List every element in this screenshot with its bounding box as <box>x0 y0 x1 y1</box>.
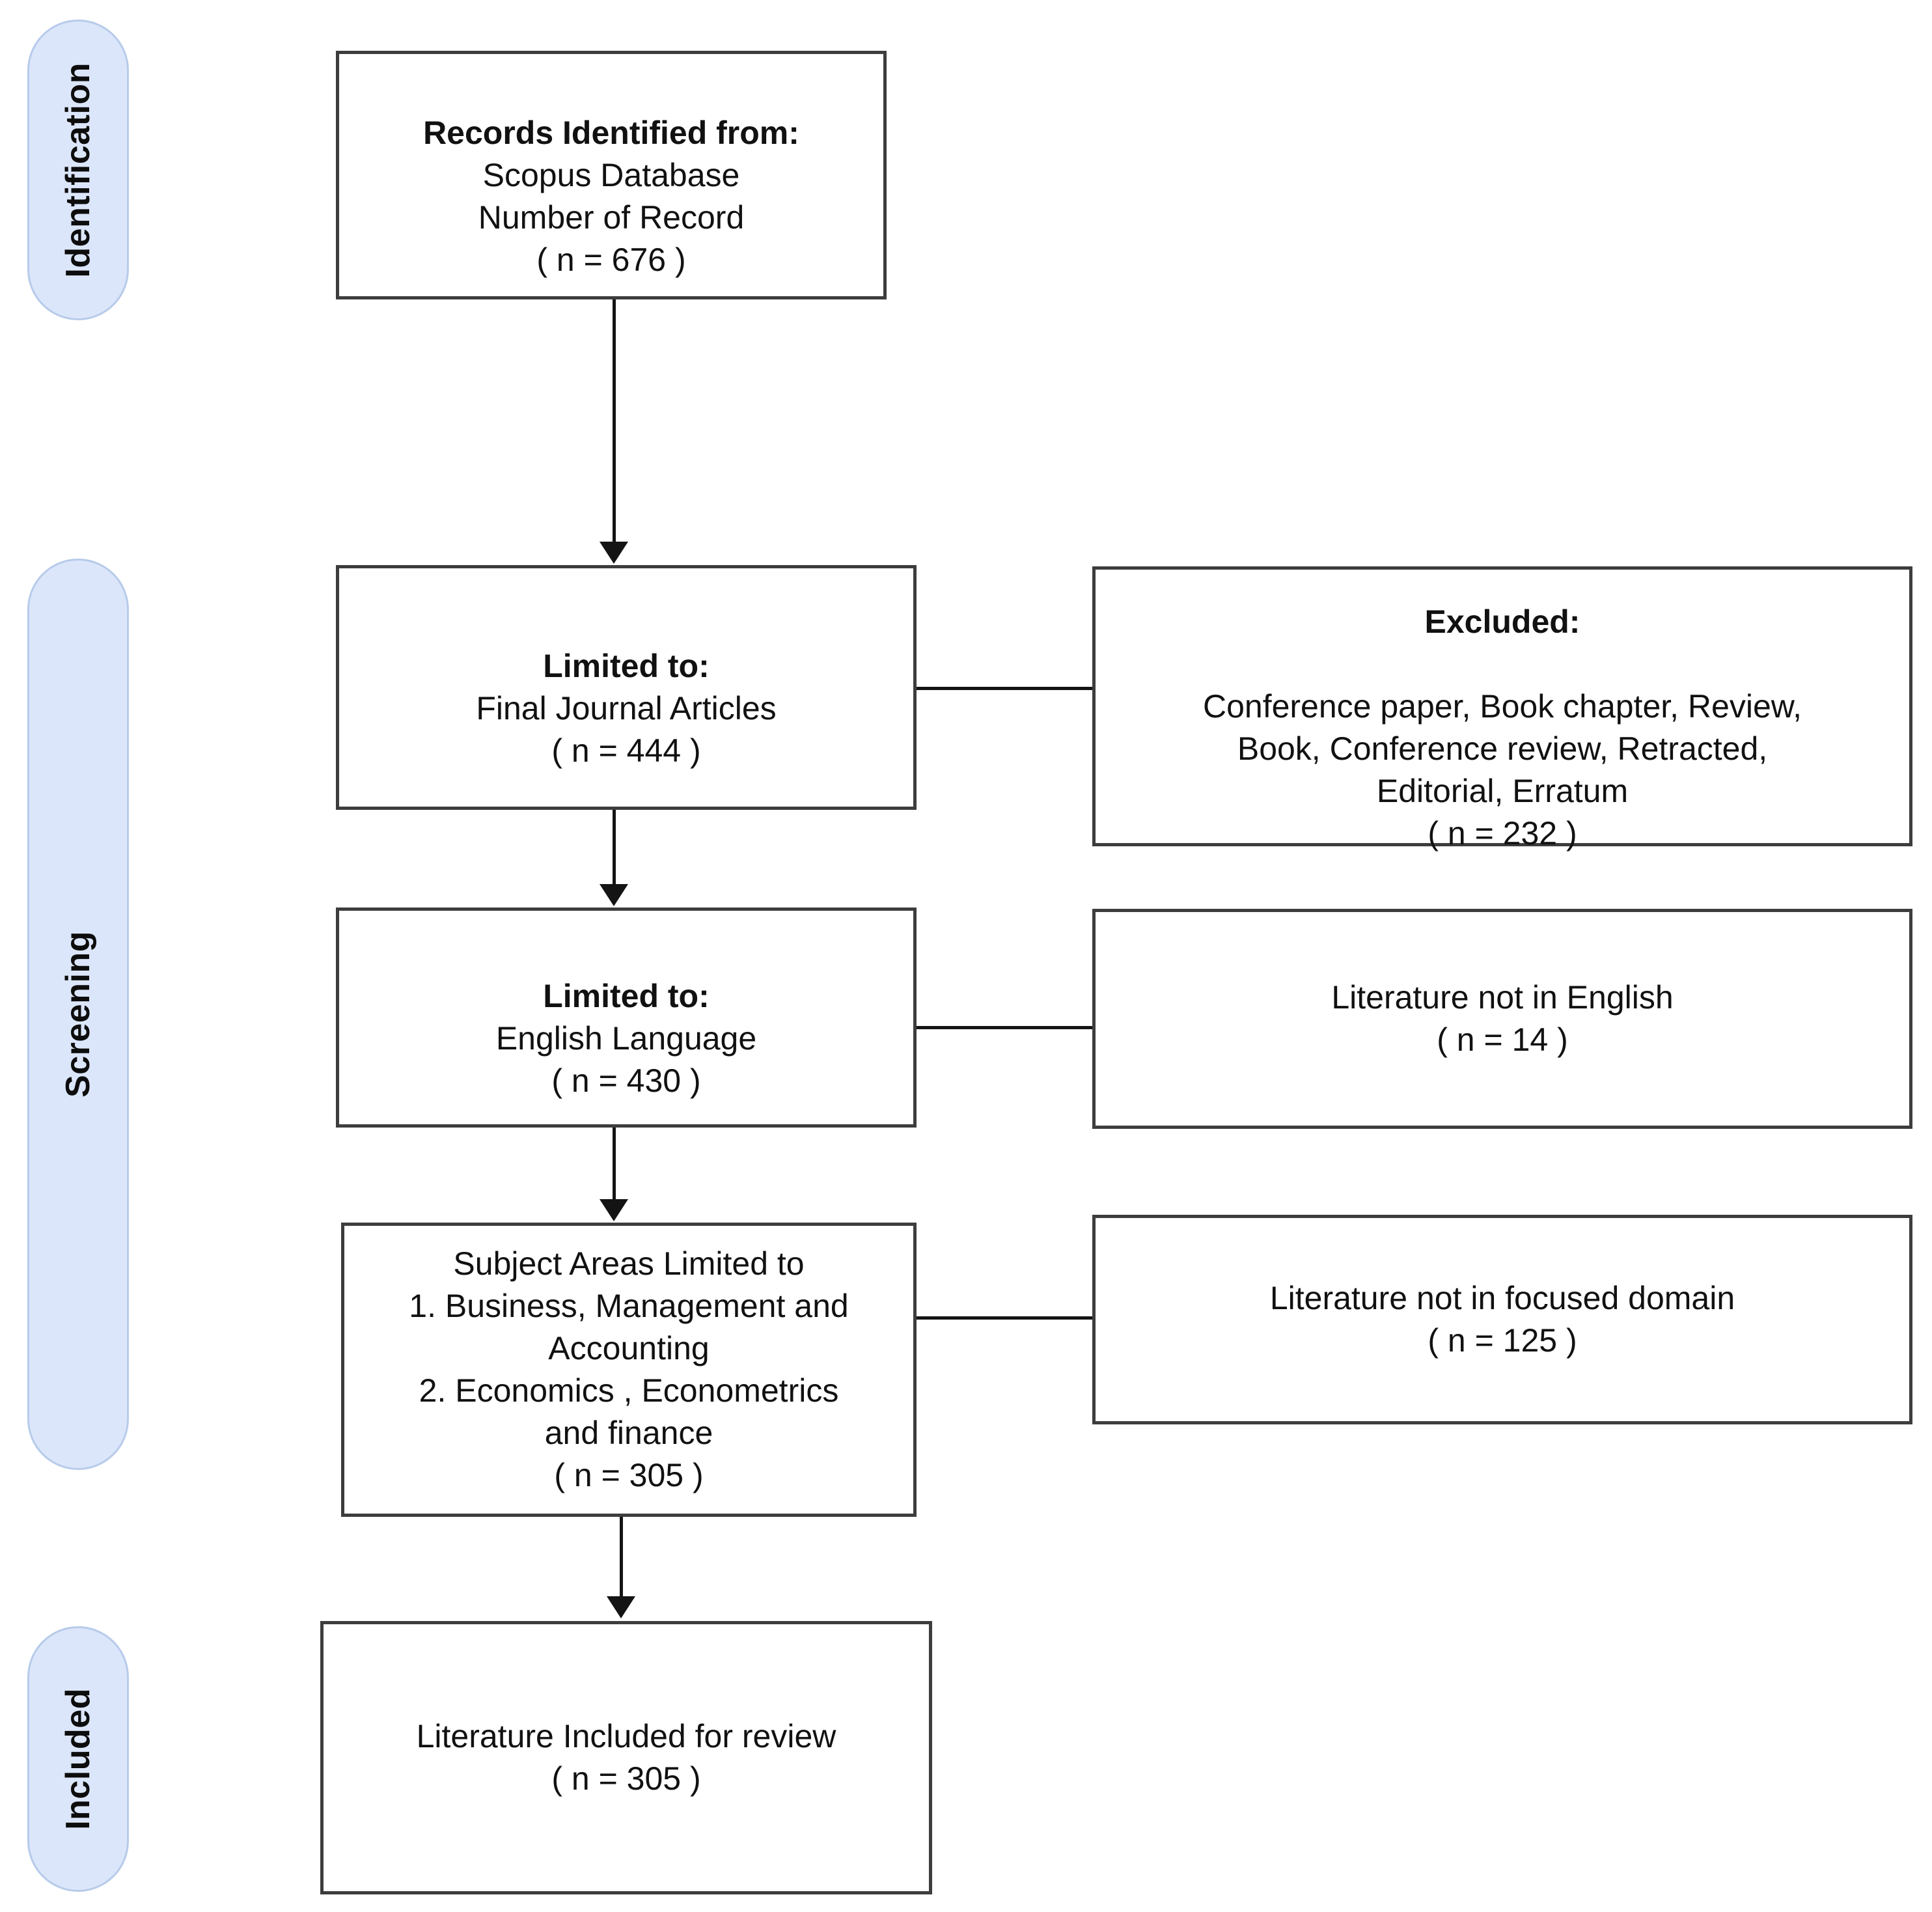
box-final-journal-articles-text: Limited to: Final Journal Articles ( n = … <box>348 603 904 772</box>
box-english-language-heading: Limited to: <box>543 978 710 1014</box>
arrowhead-journal-to-english <box>600 884 628 906</box>
box-final-journal-articles-heading: Limited to: <box>543 648 710 684</box>
connector-journal-to-excluded <box>917 687 1094 690</box>
arrowhead-records-to-journal <box>600 542 628 564</box>
box-final-journal-articles: Limited to: Final Journal Articles ( n = … <box>336 565 917 810</box>
box-excluded-types: Excluded: Conference paper, Book chapter… <box>1092 566 1912 852</box>
stage-label-screening: Screening <box>59 931 97 1098</box>
box-english-language-body: English Language ( n = 430 ) <box>495 1020 757 1099</box>
connector-journal-to-english <box>613 810 616 894</box>
box-records-identified-body: Scopus Database Number of Record ( n = 6… <box>478 156 745 278</box>
stage-pill-screening: Screening <box>27 559 129 1470</box>
box-subject-areas: Subject Areas Limited to 1. Business, Ma… <box>341 1223 917 1517</box>
box-included-for-review-text: Literature Included for review ( n = 305… <box>416 1718 836 1797</box>
box-included-for-review: Literature Included for review ( n = 305… <box>320 1621 932 1894</box>
connector-english-to-subject-areas <box>613 1128 616 1210</box>
arrowhead-subject-areas-to-included <box>607 1596 635 1618</box>
box-subject-areas-text: Subject Areas Limited to 1. Business, Ma… <box>409 1245 849 1493</box>
connector-records-to-journal <box>613 299 616 544</box>
stage-label-included: Included <box>59 1688 97 1830</box>
stage-pill-included: Included <box>27 1626 129 1892</box>
arrowhead-english-to-subject-areas <box>600 1199 628 1221</box>
box-records-identified: Records Identified from: Scopus Database … <box>336 51 887 299</box>
box-english-language: Limited to: English Language ( n = 430 ) <box>336 908 917 1128</box>
box-final-journal-articles-body: Final Journal Articles ( n = 444 ) <box>476 690 777 769</box>
box-excluded-types-heading: Excluded: <box>1424 603 1580 640</box>
stage-pill-identification: Identification <box>27 20 129 320</box>
box-not-focused-domain: Literature not in focused domain ( n = 1… <box>1092 1215 1912 1424</box>
box-records-identified-text: Records Identified from: Scopus Database … <box>348 70 874 281</box>
stage-label-identification: Identification <box>59 62 97 278</box>
box-english-language-text: Limited to: English Language ( n = 430 ) <box>348 933 904 1102</box>
box-not-english: Literature not in English ( n = 14 ) <box>1092 909 1912 1129</box>
box-excluded-types-body: Conference paper, Book chapter, Review, … <box>1202 687 1802 852</box>
box-not-english-text: Literature not in English ( n = 14 ) <box>1331 979 1674 1058</box>
connector-subject-areas-to-included <box>620 1517 623 1608</box>
connector-subject-areas-to-not-focused <box>917 1316 1094 1320</box>
box-excluded-types-text: Excluded: Conference paper, Book chapter… <box>1105 559 1900 855</box>
box-records-identified-heading: Records Identified from: <box>423 114 799 151</box>
box-not-focused-domain-text: Literature not in focused domain ( n = 1… <box>1269 1280 1735 1359</box>
connector-english-to-not-english <box>917 1026 1094 1029</box>
